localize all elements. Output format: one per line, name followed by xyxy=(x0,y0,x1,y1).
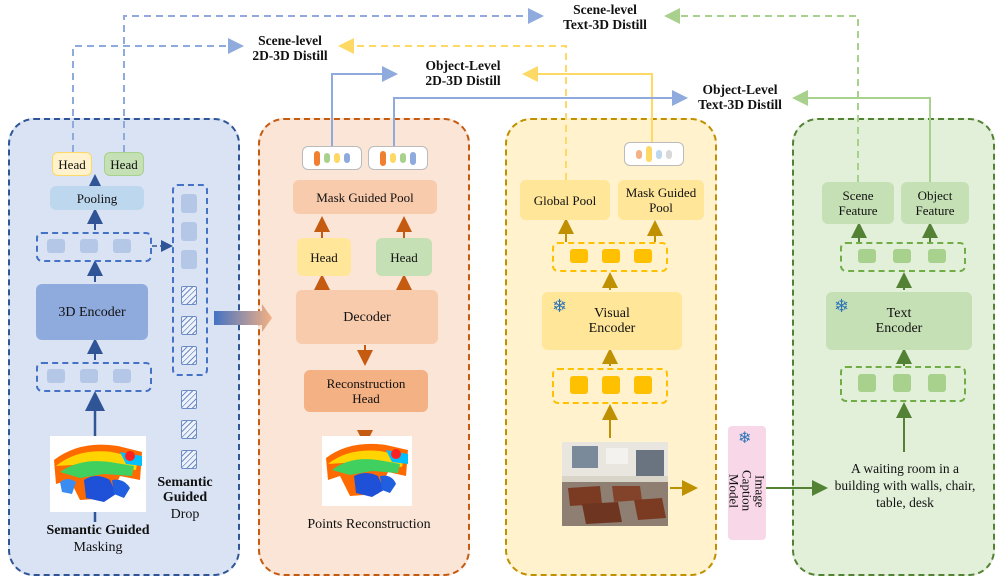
kept-token xyxy=(181,250,197,269)
input-token-row xyxy=(36,362,152,392)
image-token xyxy=(602,376,620,394)
head-green: Head xyxy=(104,152,144,176)
encoder-3d-block: 3D Encoder xyxy=(36,284,148,340)
caption-text: A waiting room in a building with walls,… xyxy=(834,461,976,510)
text-token-row xyxy=(840,366,966,402)
image-token xyxy=(634,376,652,394)
image-token xyxy=(570,376,588,394)
drop-title: Semantic Guided xyxy=(157,475,213,505)
scene-feature-block: Scene Feature xyxy=(822,182,894,224)
text-token xyxy=(893,374,911,392)
input-token xyxy=(113,369,131,383)
snowflake-icon: ❄ xyxy=(834,296,850,316)
global-pool-block: Global Pool xyxy=(520,180,610,220)
text-token xyxy=(928,374,946,392)
label-scene-text-distill: Scene-level Text-3D Distill xyxy=(563,2,647,32)
label-scene-2d-distill: Scene-level 2D-3D Distill xyxy=(252,33,328,63)
masked-token xyxy=(181,316,197,335)
masking-title: Semantic Guided xyxy=(46,523,150,538)
reconstruction-head-block: Reconstruction Head xyxy=(304,370,428,412)
masked-token xyxy=(181,286,197,305)
dropped-token xyxy=(181,450,197,469)
mask-guided-pool-2d-block: Mask Guided Pool xyxy=(618,180,704,220)
image-token-row xyxy=(552,368,668,404)
visual-feature-token xyxy=(634,249,652,263)
input-token xyxy=(47,369,65,383)
object-feature-block: Object Feature xyxy=(901,182,969,224)
visual-feature-token xyxy=(570,249,588,263)
object-feature-vector-left xyxy=(302,146,362,170)
kept-token xyxy=(181,194,197,213)
reconstructed-point-cloud-image xyxy=(322,436,412,506)
dropped-token xyxy=(181,420,197,439)
masked-token xyxy=(181,346,197,365)
text-token xyxy=(858,374,876,392)
kept-token xyxy=(181,222,197,241)
drop-token-column xyxy=(172,184,208,376)
pooling-block: Pooling xyxy=(50,186,144,210)
feature-token xyxy=(80,239,98,253)
text-feature-token xyxy=(893,249,911,263)
head-yellow: Head xyxy=(52,152,92,176)
visual-feature-token xyxy=(602,249,620,263)
feature-token xyxy=(113,239,131,253)
feature-token xyxy=(47,239,65,253)
masking-subtitle: Masking xyxy=(73,540,123,555)
text-encoder-block: Text Encoder xyxy=(826,292,972,350)
mask-guided-pool-block: Mask Guided Pool xyxy=(293,180,437,214)
drop-subtitle: Drop xyxy=(170,507,200,522)
decoder-block: Decoder xyxy=(296,290,438,344)
dropped-token xyxy=(181,390,197,409)
head-right-block: Head xyxy=(376,238,432,276)
text-feature-token xyxy=(928,249,946,263)
room-photo xyxy=(562,442,668,526)
object-feature-vector-2d xyxy=(624,142,684,166)
label-object-2d-distill: Object-Level 2D-3D Distill xyxy=(425,58,501,88)
points-reconstruction-caption: Points Reconstruction xyxy=(307,517,431,532)
object-feature-vector-right xyxy=(368,146,428,170)
text-feature-token xyxy=(858,249,876,263)
snowflake-icon: ❄ xyxy=(552,296,568,316)
feature-token-row xyxy=(36,232,152,262)
point-cloud-image xyxy=(50,436,146,512)
input-token xyxy=(80,369,98,383)
head-left-block: Head xyxy=(297,238,351,276)
label-object-text-distill: Object-Level Text-3D Distill xyxy=(698,82,782,112)
image-caption-model-block: Image Caption Model xyxy=(726,426,768,540)
snowflake-icon: ❄ xyxy=(738,430,752,447)
image-caption-model-label: Image Caption Model xyxy=(726,470,768,512)
visual-encoder-block: Visual Encoder xyxy=(542,292,682,350)
visual-feature-token-row xyxy=(552,242,668,272)
text-feature-token-row xyxy=(840,242,966,272)
